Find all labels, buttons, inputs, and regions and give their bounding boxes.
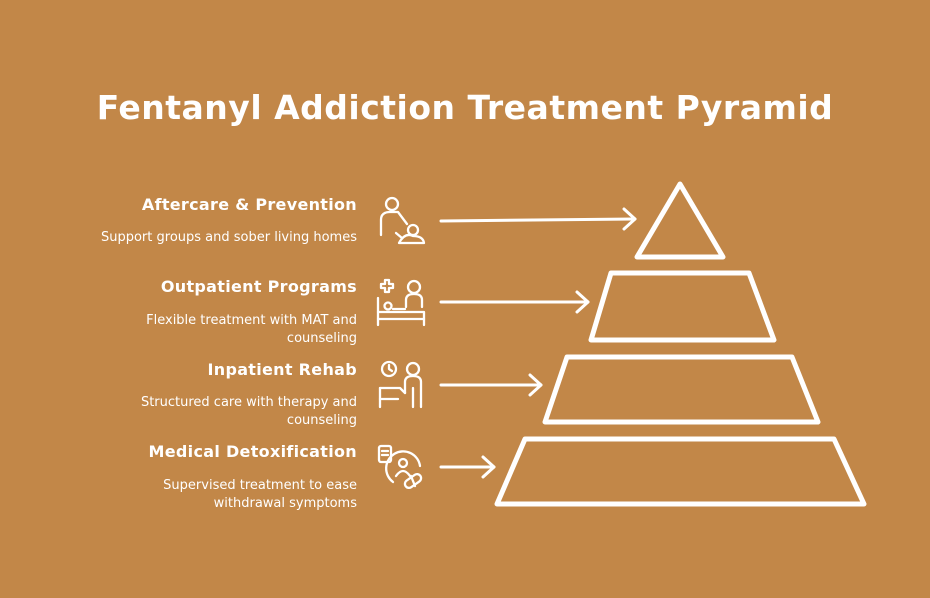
level-description-aftercare: Support groups and sober living homes bbox=[100, 230, 357, 245]
pyramid-tier-outpatient bbox=[588, 270, 777, 343]
pyramid-tier-aftercare bbox=[634, 181, 726, 260]
level-heading-outpatient: Outpatient Programs bbox=[160, 277, 357, 296]
clock-therapy-icon bbox=[378, 360, 423, 409]
pyramid-tier-inpatient bbox=[542, 354, 821, 425]
arrows bbox=[439, 207, 637, 479]
arrow-aftercare bbox=[439, 207, 637, 231]
level-description-inpatient: Structured care with therapy and counsel… bbox=[140, 395, 357, 428]
medical-bed-icon bbox=[376, 278, 426, 327]
arrow-outpatient bbox=[439, 290, 590, 314]
level-description-detox: Supervised treatment to ease withdrawal … bbox=[163, 478, 357, 511]
pyramid-tier-detox bbox=[494, 436, 867, 507]
level-description-outpatient: Flexible treatment with MAT and counseli… bbox=[146, 313, 357, 346]
pyramid bbox=[494, 181, 867, 507]
page-title: Fentanyl Addiction Treatment Pyramid bbox=[96, 88, 834, 127]
level-heading-aftercare: Aftercare & Prevention bbox=[141, 195, 357, 214]
arrow-inpatient bbox=[439, 373, 543, 397]
detox-pill-icon bbox=[377, 444, 423, 490]
caregiver-patient-icon bbox=[379, 196, 426, 245]
arrow-detox bbox=[439, 455, 496, 479]
level-heading-inpatient: Inpatient Rehab bbox=[207, 360, 357, 379]
level-heading-detox: Medical Detoxification bbox=[148, 442, 357, 461]
